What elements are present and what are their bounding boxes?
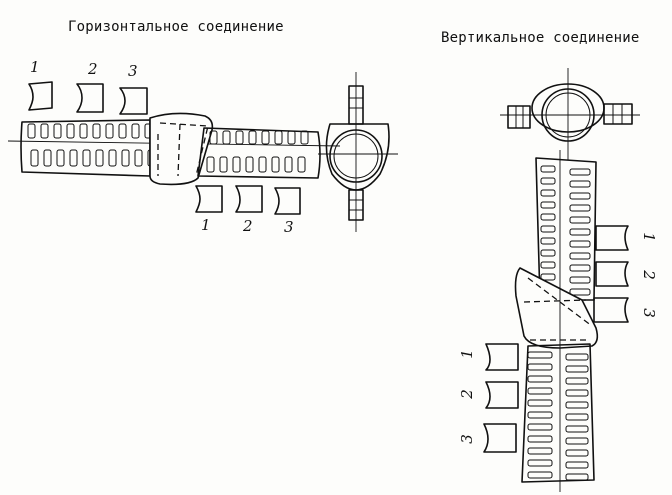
rebar-rib (540, 189, 556, 197)
rebar-rib (56, 149, 65, 167)
rebar-rib (540, 201, 556, 209)
rebar-rib (284, 156, 293, 173)
rebar-rib (258, 156, 267, 173)
rebar-rib (43, 149, 52, 167)
rebar-rib (300, 130, 309, 145)
horizontal-bottom-wedges (195, 185, 301, 215)
rebar-rib (121, 149, 130, 167)
title-horizontal-connection: Горизонтальное соединение (68, 19, 284, 35)
rebar-rib (66, 123, 75, 139)
rebar-rib (569, 240, 591, 248)
rebar-rib (569, 264, 591, 272)
rebar-rib (219, 156, 228, 173)
rebar-rib (274, 130, 283, 145)
rebar-rib (565, 425, 589, 433)
title-vertical-connection: Вертикальное соединение (441, 30, 640, 46)
rebar-rib (527, 471, 553, 479)
label-h-bottom-1: 1 (201, 216, 211, 234)
rebar-rib (134, 149, 143, 167)
rebar-rib (108, 149, 117, 167)
rebar-rib (527, 375, 553, 383)
horizontal-top-wedges (28, 81, 148, 115)
rebar-rib (569, 192, 591, 200)
rebar-rib (527, 435, 553, 443)
rebar-rib (540, 237, 556, 245)
rebar-rib (569, 288, 591, 296)
rebar-rib (569, 228, 591, 236)
rebar-rib (527, 399, 553, 407)
rebar-rib (206, 156, 215, 173)
rebar-rib (565, 437, 589, 445)
rebar-rib (92, 123, 101, 139)
label-h-top-1: 1 (30, 58, 40, 76)
rebar-rib (540, 273, 556, 281)
horizontal-coupler (149, 112, 214, 186)
rebar-rib (565, 389, 589, 397)
label-h-top-3: 3 (128, 62, 138, 80)
rebar-rib (79, 123, 88, 139)
rebar-rib (569, 168, 591, 176)
rebar-rib (40, 123, 49, 139)
rebar-rib (53, 123, 62, 139)
rebar-rib (569, 276, 591, 284)
rebar-rib (569, 252, 591, 260)
vertical-lower-rebar (521, 150, 595, 492)
rebar-rib (82, 149, 91, 167)
rebar-rib (565, 353, 589, 361)
rebar-rib (527, 447, 553, 455)
rebar-rib (27, 123, 36, 139)
rebar-rib (69, 149, 78, 167)
vertical-upper-rebar (535, 157, 597, 301)
rebar-rib (540, 177, 556, 185)
rebar-rib (540, 165, 556, 173)
vertical-coupler (514, 267, 599, 349)
rebar-rib (565, 473, 589, 481)
label-h-bottom-3: 3 (284, 218, 294, 236)
rebar-rib (565, 377, 589, 385)
rebar-rib (245, 156, 254, 173)
rebar-rib (105, 123, 114, 139)
rebar-rib (565, 365, 589, 373)
rebar-rib (527, 387, 553, 395)
rebar-rib (235, 130, 244, 145)
rebar-rib (565, 461, 589, 469)
vertical-left-wedges (483, 343, 519, 453)
horizontal-end-view (318, 72, 398, 232)
label-h-top-2: 2 (88, 60, 98, 78)
rebar-rib (209, 130, 218, 145)
rebar-rib (565, 401, 589, 409)
rebar-rib (569, 216, 591, 224)
rebar-rib (232, 156, 241, 173)
rebar-rib (271, 156, 280, 173)
rebar-rib (95, 149, 104, 167)
rebar-rib (527, 363, 553, 371)
rebar-rib (569, 180, 591, 188)
rebar-rib (540, 213, 556, 221)
rebar-rib (565, 449, 589, 457)
rebar-rib (30, 149, 39, 167)
rebar-rib (118, 123, 127, 139)
vertical-top-end-view (500, 68, 640, 160)
horizontal-right-rebar (197, 127, 321, 179)
rebar-rib (540, 225, 556, 233)
rebar-rib (527, 423, 553, 431)
label-h-bottom-2: 2 (243, 217, 253, 235)
rebar-rib (540, 249, 556, 257)
rebar-rib (527, 351, 553, 359)
rebar-rib (261, 130, 270, 145)
rebar-rib (248, 130, 257, 145)
rebar-rib (222, 130, 231, 145)
vertical-right-wedges (593, 225, 629, 323)
rebar-rib (527, 411, 553, 419)
rebar-rib (565, 413, 589, 421)
rebar-rib (131, 123, 140, 139)
rebar-rib (287, 130, 296, 145)
rebar-rib (540, 261, 556, 269)
rebar-rib (569, 204, 591, 212)
rebar-rib (297, 156, 306, 173)
rebar-rib (527, 459, 553, 467)
